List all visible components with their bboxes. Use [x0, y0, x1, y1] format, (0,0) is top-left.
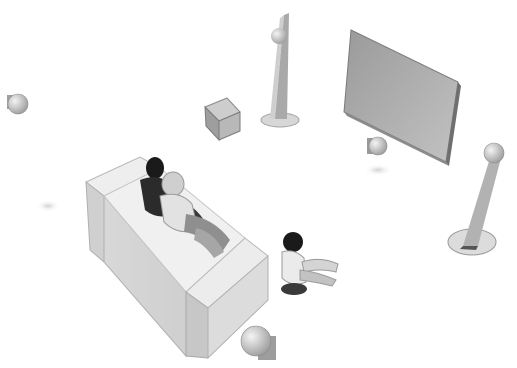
speaker-center [367, 137, 387, 155]
floor-shadow [364, 164, 392, 176]
speaker-surround-rear [241, 326, 276, 360]
speaker-front-right [448, 143, 504, 255]
screen [344, 30, 461, 166]
speaker-front-left [261, 13, 299, 127]
speaker-surround-left [7, 94, 28, 114]
floor-shadow [36, 200, 60, 212]
subwoofer [205, 98, 240, 140]
child [281, 232, 338, 295]
